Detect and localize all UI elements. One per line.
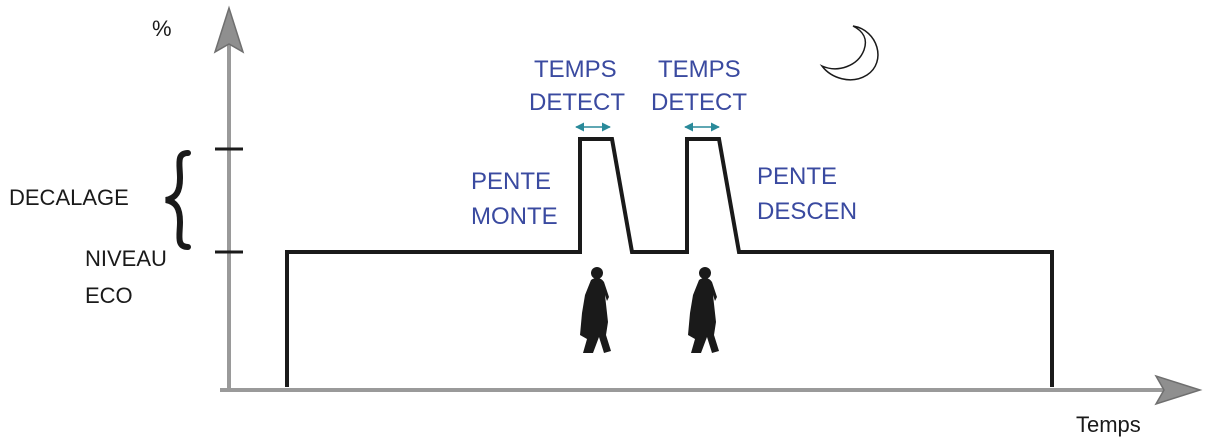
pente-monte-label-line1: PENTE — [471, 168, 551, 195]
decalage-label: DECALAGE — [9, 185, 129, 210]
temps-detect-1-label-line2: DETECT — [529, 89, 625, 116]
temps-detect-2-label-line1: TEMPS — [658, 56, 741, 83]
light-level-signal — [285, 137, 1054, 387]
crescent-moon-icon — [819, 25, 879, 81]
x-axis-label: Temps — [1076, 412, 1141, 437]
temps-detect-2-label-line2: DETECT — [651, 89, 747, 116]
decalage-brace-icon — [165, 150, 191, 250]
temps-detect-1-label-line1: TEMPS — [534, 56, 617, 83]
pente-monte-label-line2: MONTE — [471, 203, 558, 230]
pente-descen-label-line2: DESCEN — [757, 198, 857, 225]
y-axis — [213, 5, 245, 390]
pente-descen-label-line1: PENTE — [757, 163, 837, 190]
x-axis — [220, 374, 1203, 406]
x-axis-arrow-icon — [1154, 374, 1203, 406]
y-axis-label: % — [152, 16, 172, 41]
walking-person-icon — [688, 267, 719, 353]
walking-person-icon — [580, 267, 611, 353]
niveau-eco-label-line2: ECO — [85, 283, 133, 308]
y-axis-arrow-icon — [213, 5, 245, 54]
niveau-eco-label-line1: NIVEAU — [85, 246, 167, 271]
